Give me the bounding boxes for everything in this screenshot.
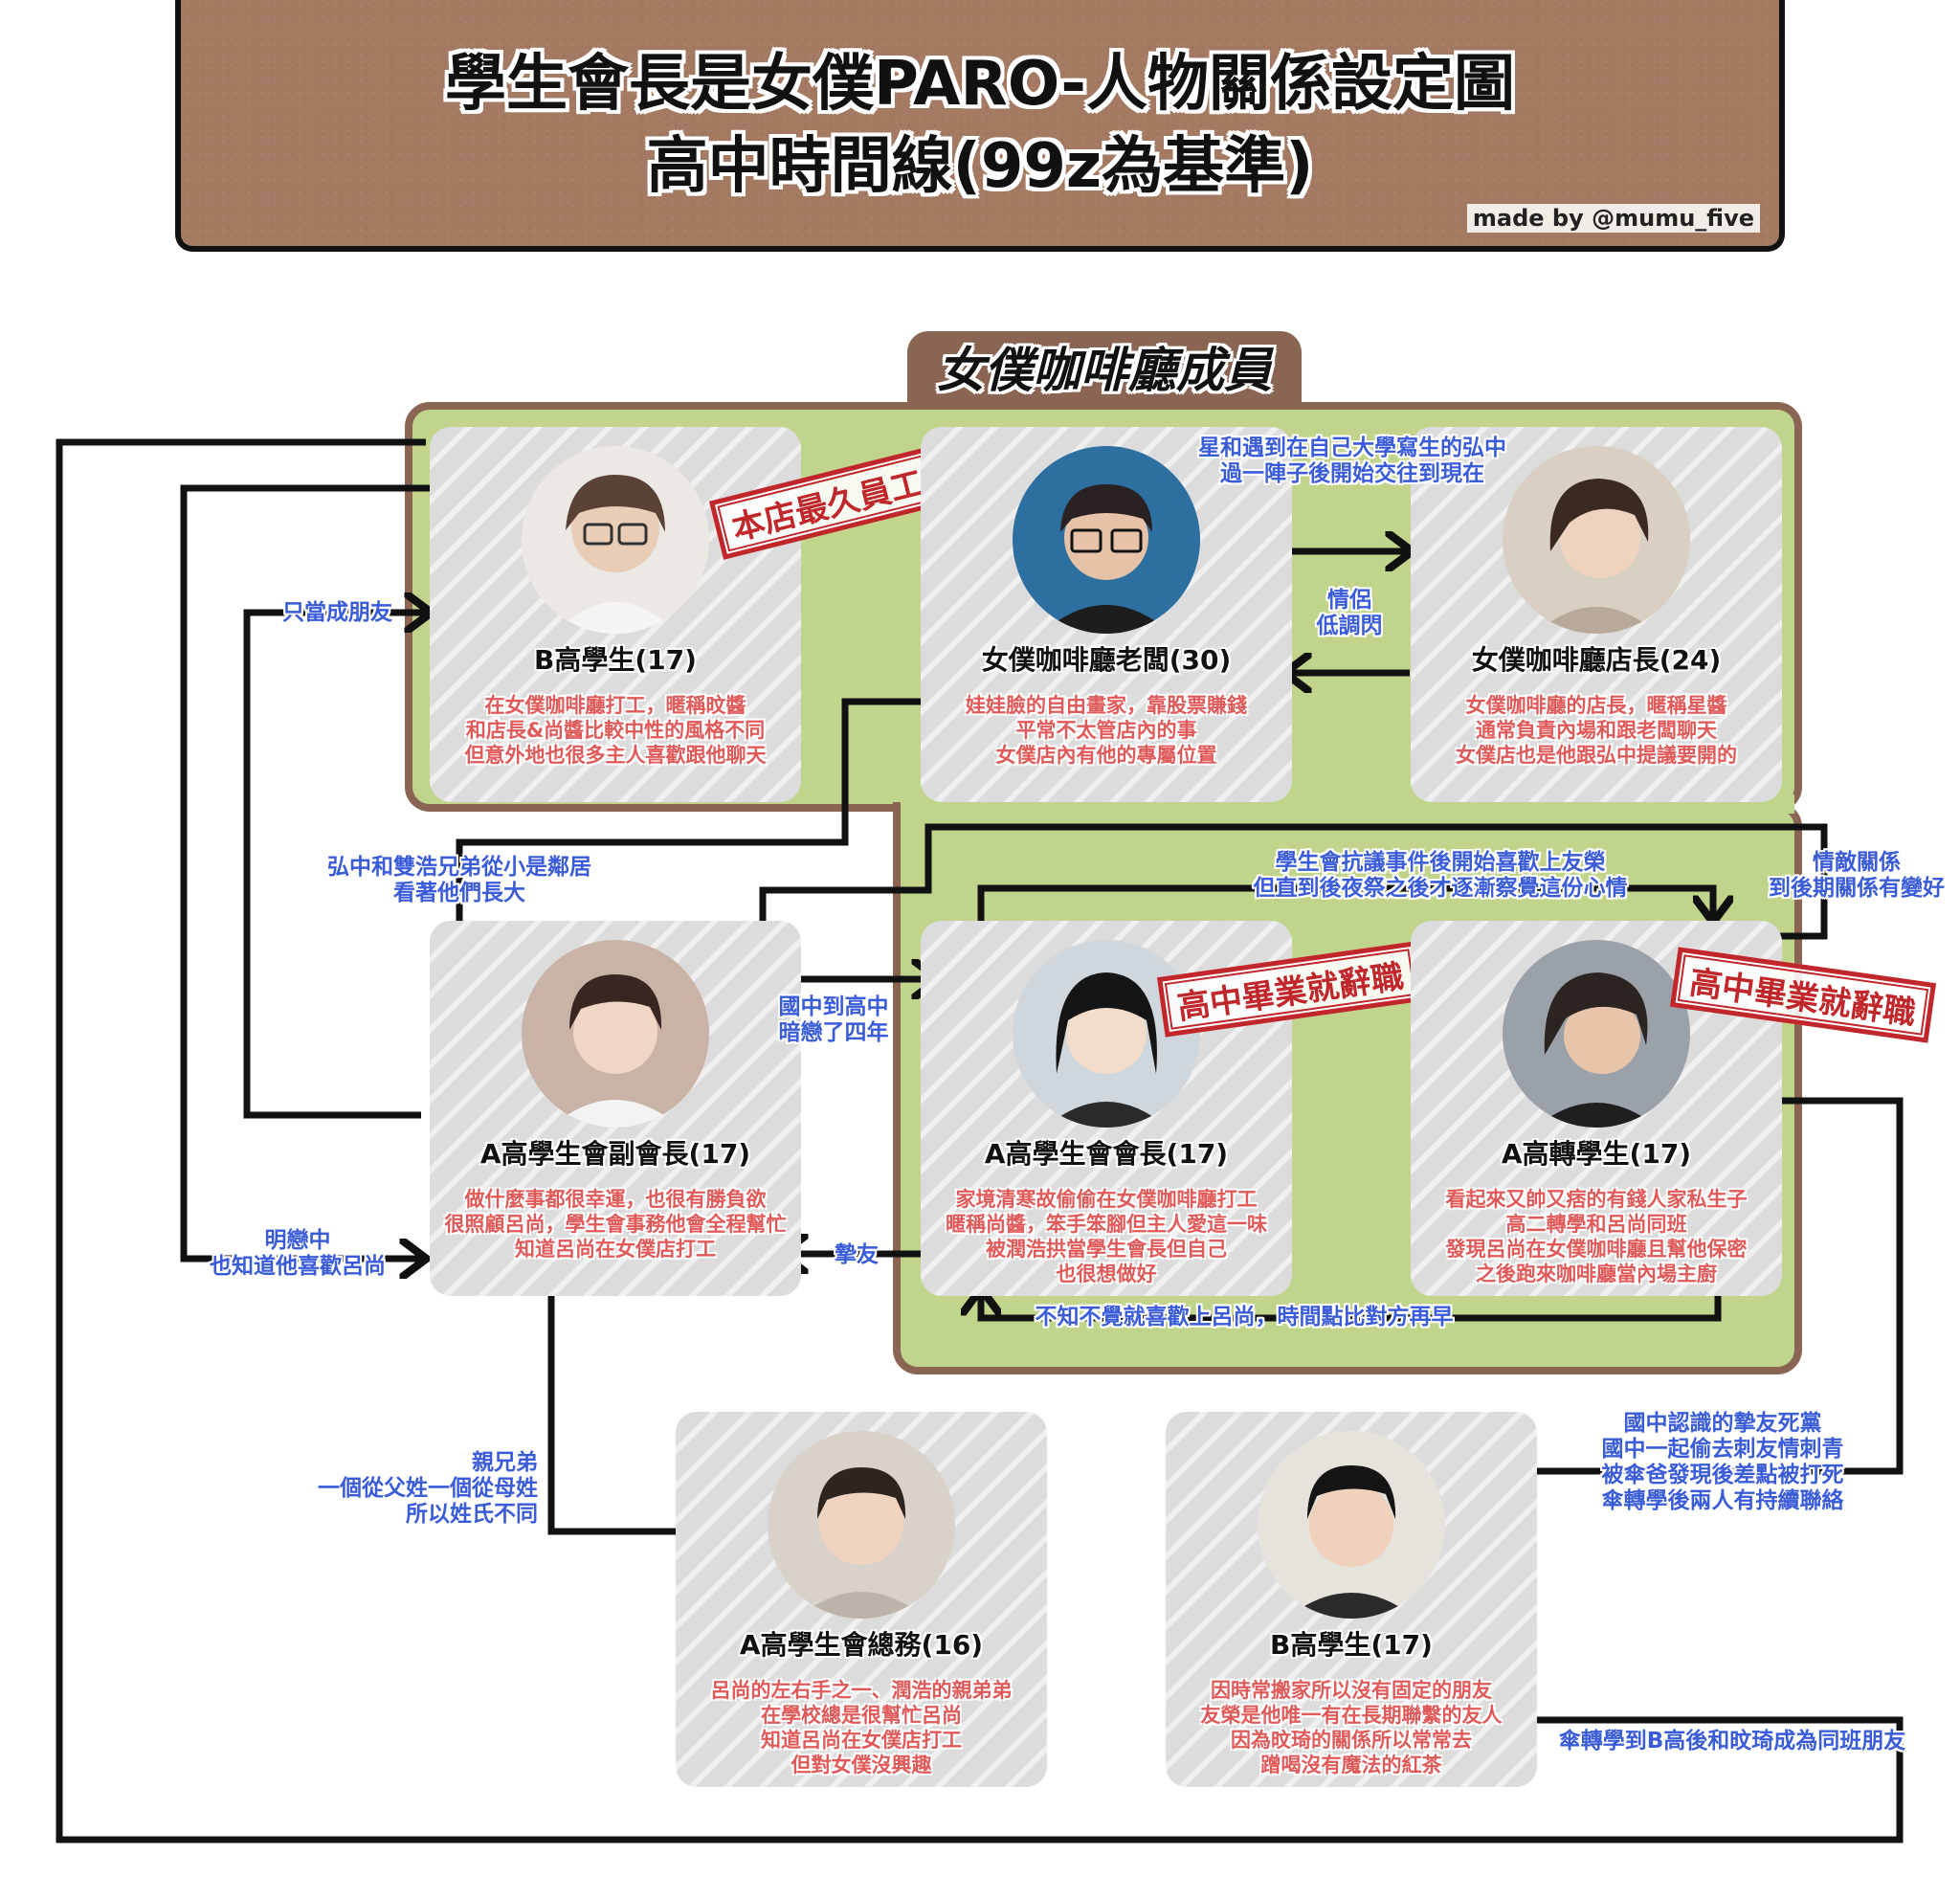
relation-label-owner-manager-top: 星和遇到在自己大學寫生的弘中過一陣子後開始交往到現在 [1198, 436, 1506, 486]
page-title: 學生會長是女僕PARO-人物關係設定圖 [445, 49, 1515, 120]
relation-label-transfer-classmate: 傘轉學到B高後和旼琦成為同班朋友 [1558, 1729, 1906, 1754]
avatar [522, 446, 709, 634]
character-desc: 女僕咖啡廳的店長，暱稱星醬 通常負責內場和跟老闆聊天 女僕店也是他跟弘中提議要開… [1456, 694, 1737, 767]
card-vice-president[interactable]: A高學生會副會長(17) 做什麼事都很幸運，也很有勝負欲 很照顧呂尚，學生會事務… [430, 921, 801, 1296]
relation-label-rival-top: 學生會抗議事件後開始喜歡上友榮但直到後夜祭之後才逐漸察覺這份心情 [1253, 850, 1628, 901]
relation-label-couple: 情侶低調閃 [1316, 588, 1383, 638]
page-subtitle: 高中時間線(99z為基準) [646, 131, 1314, 202]
line-crush-a [759, 823, 1828, 940]
avatar [1258, 1431, 1445, 1619]
relation-label-best-friend: 摯友 [835, 1242, 879, 1267]
line-brothers [547, 1273, 676, 1535]
character-name: A高轉學生(17) [1501, 1138, 1692, 1170]
character-desc: 做什麼事都很幸運，也很有勝負欲 很照顧呂尚，學生會事務他會全程幫忙 知道呂尚在女… [444, 1188, 787, 1261]
avatar [1503, 940, 1690, 1128]
character-name: B高學生(17) [534, 644, 697, 676]
avatar [768, 1431, 955, 1619]
relation-label-brothers: 親兄弟一個從父姓一個從母姓所以姓氏不同 [318, 1450, 538, 1527]
line-open-love [180, 484, 433, 1259]
relation-label-crush: 國中到高中暗戀了四年 [778, 994, 889, 1045]
relation-label-ms-friends: 國中認識的摯友死黨國中一起偷去刺友情刺青被傘爸發現後差點被打死傘轉學後兩人有持續… [1601, 1411, 1844, 1513]
relation-label-only-friend: 只當成朋友 [282, 600, 392, 625]
character-name: A高學生會總務(16) [739, 1629, 984, 1661]
header-banner: 學生會長是女僕PARO-人物關係設定圖 高中時間線(99z為基準) made b… [175, 0, 1785, 252]
author-credit: made by @mumu_five [1466, 204, 1760, 233]
card-b-student-cafe[interactable]: B高學生(17) 在女僕咖啡廳打工，暱稱旼醬 和店長&尚醬比較中性的風格不同 但… [430, 427, 946, 802]
card-transfer-student[interactable]: A高轉學生(17) 看起來又帥又痞的有錢人家私生子 高二轉學和呂尚同班 發現呂尚… [1411, 921, 1937, 1296]
cafe-members-label: 女僕咖啡廳成員 [907, 331, 1302, 410]
character-desc: 呂尚的左右手之一、潤浩的親弟弟 在學校總是很幫忙呂尚 知道呂尚在女僕店打工 但對… [710, 1679, 1013, 1776]
relation-label-rival-right: 情敵關係到後期關係有變好 [1769, 850, 1945, 901]
character-desc: 家境清寒故偷偷在女僕咖啡廳打工 暱稱尚醬，笨手笨腳但主人愛這一味 被潤浩拱當學生… [946, 1188, 1267, 1285]
card-president[interactable]: A高學生會會長(17) 家境清寒故偷偷在女僕咖啡廳打工 暱稱尚醬，笨手笨腳但主人… [921, 921, 1424, 1296]
character-desc: 看起來又帥又痞的有錢人家私生子 高二轉學和呂尚同班 發現呂尚在女僕咖啡廳且幫他保… [1445, 1188, 1748, 1285]
card-b-student-2[interactable]: B高學生(17) 因時常搬家所以沒有固定的朋友 友榮是他唯一有在長期聯繫的友人 … [1166, 1412, 1537, 1787]
character-name: A高學生會會長(17) [984, 1138, 1229, 1170]
character-name: B高學生(17) [1270, 1629, 1433, 1661]
panel-joint-border [893, 810, 901, 819]
relation-label-open-love: 明戀中也知道他喜歡呂尚 [210, 1228, 386, 1279]
character-name: 女僕咖啡廳店長(24) [1471, 644, 1722, 676]
line-ms-friends [1531, 1097, 1904, 1475]
character-name: A高學生會副會長(17) [479, 1138, 751, 1170]
relation-label-bottom-like: 不知不覺就喜歡上呂尚，時間點比對方再早 [1035, 1305, 1454, 1329]
avatar [1503, 446, 1690, 634]
relation-label-neighbors: 弘中和雙浩兄弟從小是鄰居看著他們長大 [327, 855, 591, 905]
line-bottom-like [981, 1285, 1722, 1322]
line-neighbors [456, 698, 921, 924]
avatar [1013, 940, 1200, 1128]
line-rival [977, 884, 1713, 924]
avatar [1013, 446, 1200, 634]
line-only-friend [243, 613, 426, 1119]
character-desc: 娃娃臉的自由畫家，靠股票賺錢 平常不太管店內的事 女僕店內有他的專屬位置 [966, 694, 1247, 767]
character-name: 女僕咖啡廳老闆(30) [981, 644, 1232, 676]
card-general-affairs[interactable]: A高學生會總務(16) 呂尚的左右手之一、潤浩的親弟弟 在學校總是很幫忙呂尚 知… [676, 1412, 1047, 1787]
character-desc: 因時常搬家所以沒有固定的朋友 友榮是他唯一有在長期聯繫的友人 因為旼琦的關係所以… [1200, 1679, 1503, 1776]
character-desc: 在女僕咖啡廳打工，暱稱旼醬 和店長&尚醬比較中性的風格不同 但意外地也很多主人喜… [464, 694, 767, 767]
line-outer-loop [56, 438, 1904, 1843]
card-cafe-manager[interactable]: 女僕咖啡廳店長(24) 女僕咖啡廳的店長，暱稱星醬 通常負責內場和跟老闆聊天 女… [1411, 427, 1782, 802]
avatar [522, 940, 709, 1128]
card-cafe-owner[interactable]: 女僕咖啡廳老闆(30) 娃娃臉的自由畫家，靠股票賺錢 平常不太管店內的事 女僕店… [921, 427, 1292, 802]
